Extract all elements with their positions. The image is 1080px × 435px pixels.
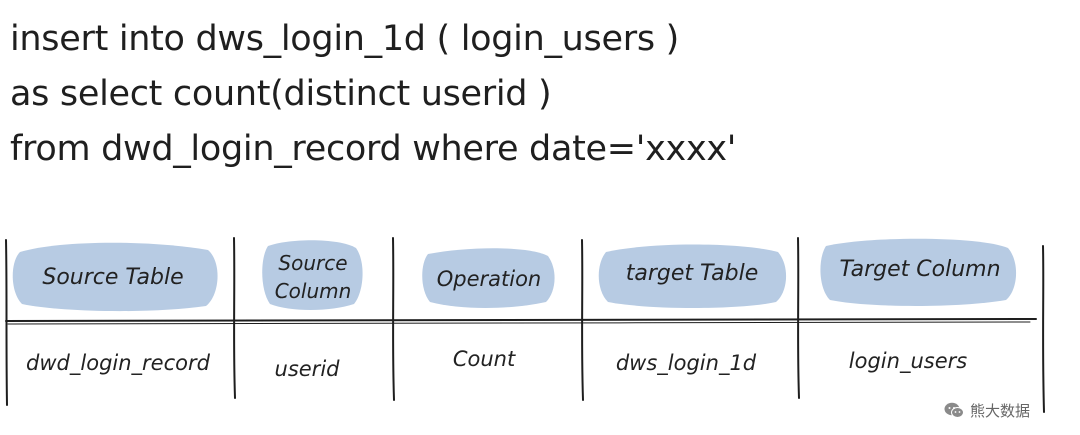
cell-target-column: login_users	[849, 349, 967, 374]
column-divider-3	[581, 239, 584, 401]
header-operation: Operation	[437, 267, 542, 291]
header-labels: Source Table Source Column Operation tar…	[42, 251, 1000, 303]
row-divider-line	[5, 318, 1037, 322]
highlight-operation	[422, 248, 555, 308]
highlight-source-column	[262, 240, 363, 310]
table-row: dwd_login_record userid Count dws_login_…	[26, 347, 967, 381]
cell-operation: Count	[453, 347, 516, 371]
sql-line-select: as select count(distinct userid )	[10, 74, 552, 114]
column-divider-5	[1042, 245, 1045, 413]
cell-target-table: dws_login_1d	[616, 351, 757, 376]
watermark-text: 熊大数据	[969, 402, 1030, 420]
header-target-column: Target Column	[839, 257, 1000, 282]
column-divider-1	[233, 237, 236, 399]
table-grid	[5, 237, 1045, 413]
column-divider-2	[392, 237, 395, 401]
cell-source-table: dwd_login_record	[26, 351, 211, 376]
column-divider-4	[797, 237, 800, 399]
header-source-table: Source Table	[42, 265, 183, 290]
header-highlights	[12, 238, 1017, 312]
highlight-target-column	[820, 238, 1017, 306]
column-divider-0	[5, 239, 8, 406]
row-divider-line-2	[7, 321, 1031, 325]
header-source-column-line2: Column	[275, 279, 352, 303]
sql-line-from: from dwd_login_record where date='xxxx'	[10, 129, 737, 169]
cell-source-column: userid	[275, 357, 341, 381]
watermark: 熊大数据	[944, 400, 1030, 421]
sql-line-insert: insert into dws_login_1d ( login_users )	[10, 19, 679, 59]
header-target-table: target Table	[626, 261, 759, 286]
highlight-target-table	[598, 244, 787, 308]
header-source-column-line1: Source	[278, 251, 347, 275]
sql-code-block: insert into dws_login_1d ( login_users )…	[10, 12, 736, 177]
highlight-source-table	[12, 242, 218, 312]
wechat-icon	[944, 402, 964, 419]
